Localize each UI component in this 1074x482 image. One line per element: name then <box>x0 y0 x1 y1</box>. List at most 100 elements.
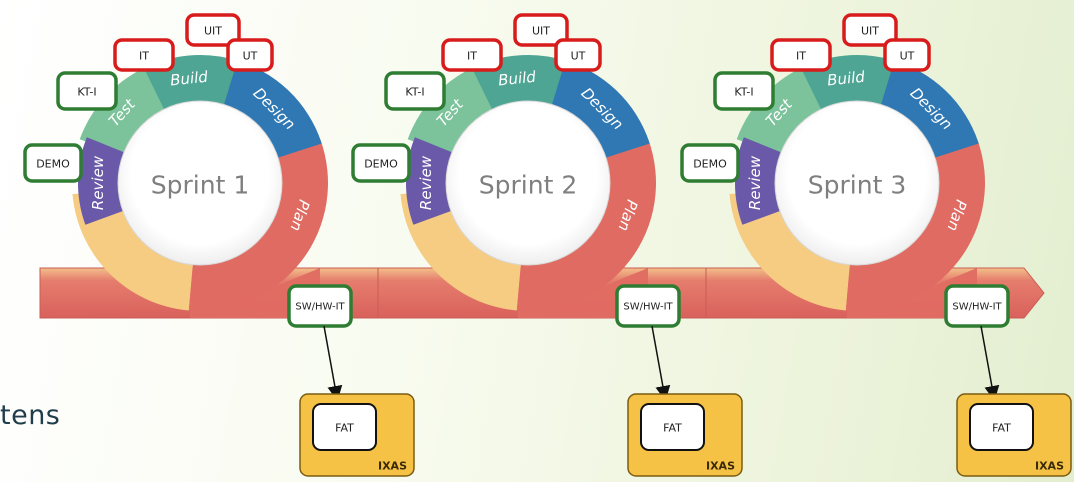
ixas-label: IXAS <box>1035 460 1064 473</box>
fat-box <box>640 403 705 451</box>
tag-ut: UT <box>554 38 602 72</box>
tag-it-label: IT <box>796 50 806 63</box>
tag-uit: UIT <box>185 13 241 47</box>
tag-ut-label: UT <box>900 50 915 63</box>
plan-segment <box>188 139 328 311</box>
tag-uit-label: UIT <box>532 25 550 38</box>
sprint-title: Sprint 2 <box>479 171 577 200</box>
tag-ut: UT <box>883 38 931 72</box>
tag-uit: UIT <box>513 13 569 47</box>
test-segment <box>79 67 165 155</box>
tag-demo: DEMO <box>23 143 83 183</box>
tag-it-label: IT <box>139 50 149 63</box>
test-segment <box>407 67 493 155</box>
tag-demo-box <box>351 143 411 183</box>
tag-kti: KT-I <box>384 71 446 111</box>
lower-segment <box>729 190 850 311</box>
tag-ut-box <box>883 38 931 72</box>
tag-kti-label: KT-I <box>77 86 96 99</box>
arrow-icon <box>651 325 671 401</box>
tag-swhw-box <box>615 284 681 328</box>
arrow-icon <box>980 325 1000 401</box>
sprint-center <box>445 100 611 266</box>
tag-demo: DEMO <box>351 143 411 183</box>
tag-kti: KT-I <box>56 71 118 111</box>
sprint-title: Sprint 3 <box>808 171 906 200</box>
fat-label: FAT <box>992 422 1011 435</box>
sprint-3: Sprint 3PlanDesignBuildTestReviewUITUTIT… <box>680 13 1072 477</box>
tag-swhw-label: SW/HW-IT <box>952 302 1002 313</box>
tag-swhw-box <box>287 284 353 328</box>
sprint-center <box>117 100 283 266</box>
tag-it-box <box>770 38 832 72</box>
tag-ut: UT <box>226 38 274 72</box>
phase-label-build: Build <box>169 68 209 90</box>
tag-it-box <box>113 38 175 72</box>
tag-kti-label: KT-I <box>405 86 424 99</box>
phase-label-review: Review <box>89 155 107 210</box>
tag-uit-label: UIT <box>204 25 222 38</box>
test-segment <box>736 67 822 155</box>
tag-it: IT <box>441 38 503 72</box>
sprint-2: Sprint 2PlanDesignBuildTestReviewUITUTIT… <box>351 13 743 477</box>
phase-label-build: Build <box>826 68 866 90</box>
arrow-icon <box>323 325 343 401</box>
tag-kti-label: KT-I <box>734 86 753 99</box>
tag-demo-label: DEMO <box>693 158 727 171</box>
tag-uit-box <box>842 13 898 47</box>
tag-ut-label: UT <box>243 50 258 63</box>
tag-demo-box <box>23 143 83 183</box>
tag-uit: UIT <box>842 13 898 47</box>
tag-swhw-label: SW/HW-IT <box>295 302 345 313</box>
tag-uit-box <box>185 13 241 47</box>
plan-segment <box>516 139 656 311</box>
tag-it-label: IT <box>467 50 477 63</box>
tag-demo-label: DEMO <box>36 158 70 171</box>
tag-swhw: SW/HW-IT <box>615 284 681 328</box>
tag-swhw: SW/HW-IT <box>944 284 1010 328</box>
tag-uit-box <box>513 13 569 47</box>
fat-group: FAT IXAS <box>627 393 743 477</box>
tag-swhw: SW/HW-IT <box>287 284 353 328</box>
tag-swhw-box <box>944 284 1010 328</box>
fat-label: FAT <box>335 422 354 435</box>
tag-it: IT <box>113 38 175 72</box>
tag-demo-label: DEMO <box>364 158 398 171</box>
tag-kti-box <box>56 71 118 111</box>
review-segment <box>78 137 124 225</box>
side-text: tens <box>0 400 61 431</box>
ixas-label: IXAS <box>378 460 407 473</box>
tag-uit-label: UIT <box>861 25 879 38</box>
ixas-label: IXAS <box>706 460 735 473</box>
phase-label-review: Review <box>746 155 764 210</box>
design-segment <box>549 59 650 158</box>
sprint-title: Sprint 1 <box>151 171 249 200</box>
fat-label: FAT <box>663 422 682 435</box>
lower-segment <box>400 190 521 311</box>
fat-group: FAT IXAS <box>956 393 1072 477</box>
tag-kti-box <box>713 71 775 111</box>
tag-demo-box <box>680 143 740 183</box>
review-segment <box>735 137 781 225</box>
design-segment <box>878 59 979 158</box>
sprint-1: Sprint 1PlanDesignBuildTestReviewUITUTIT… <box>23 13 415 477</box>
tag-it: IT <box>770 38 832 72</box>
phase-label-build: Build <box>497 68 537 90</box>
tag-ut-box <box>226 38 274 72</box>
tag-it-box <box>441 38 503 72</box>
lower-segment <box>72 190 193 311</box>
sprint-center <box>774 100 940 266</box>
tag-kti: KT-I <box>713 71 775 111</box>
tag-demo: DEMO <box>680 143 740 183</box>
tag-ut-label: UT <box>571 50 586 63</box>
tag-ut-box <box>554 38 602 72</box>
fat-group: FAT IXAS <box>299 393 415 477</box>
fat-box <box>969 403 1034 451</box>
plan-segment <box>845 139 985 311</box>
fat-box <box>312 403 377 451</box>
tag-swhw-label: SW/HW-IT <box>623 302 673 313</box>
review-segment <box>406 137 452 225</box>
phase-label-review: Review <box>417 155 435 210</box>
tag-kti-box <box>384 71 446 111</box>
